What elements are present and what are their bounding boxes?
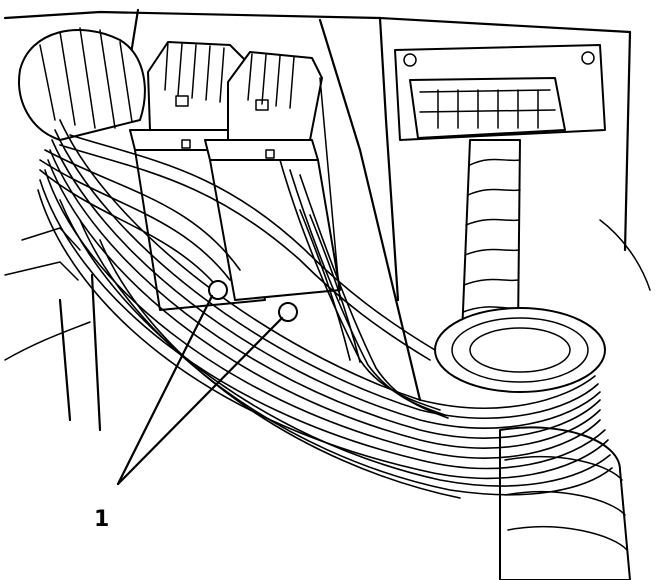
harness-retainer-1	[208, 280, 228, 300]
callout-leader-line-a	[116, 294, 214, 486]
callout-leader-line-b	[116, 316, 284, 486]
corrugated-conduit-left	[18, 27, 146, 141]
dash-frame	[3, 8, 651, 432]
harness-retainer-clips	[208, 280, 298, 322]
callout-1: 1	[94, 294, 284, 532]
coiled-conduit	[434, 307, 631, 580]
callout-label-1: 1	[94, 507, 109, 532]
data-link-connector	[394, 44, 606, 141]
wire-bundle	[37, 119, 613, 499]
corrugated-conduit-right	[461, 139, 521, 336]
harness-retainer-2	[278, 302, 298, 322]
